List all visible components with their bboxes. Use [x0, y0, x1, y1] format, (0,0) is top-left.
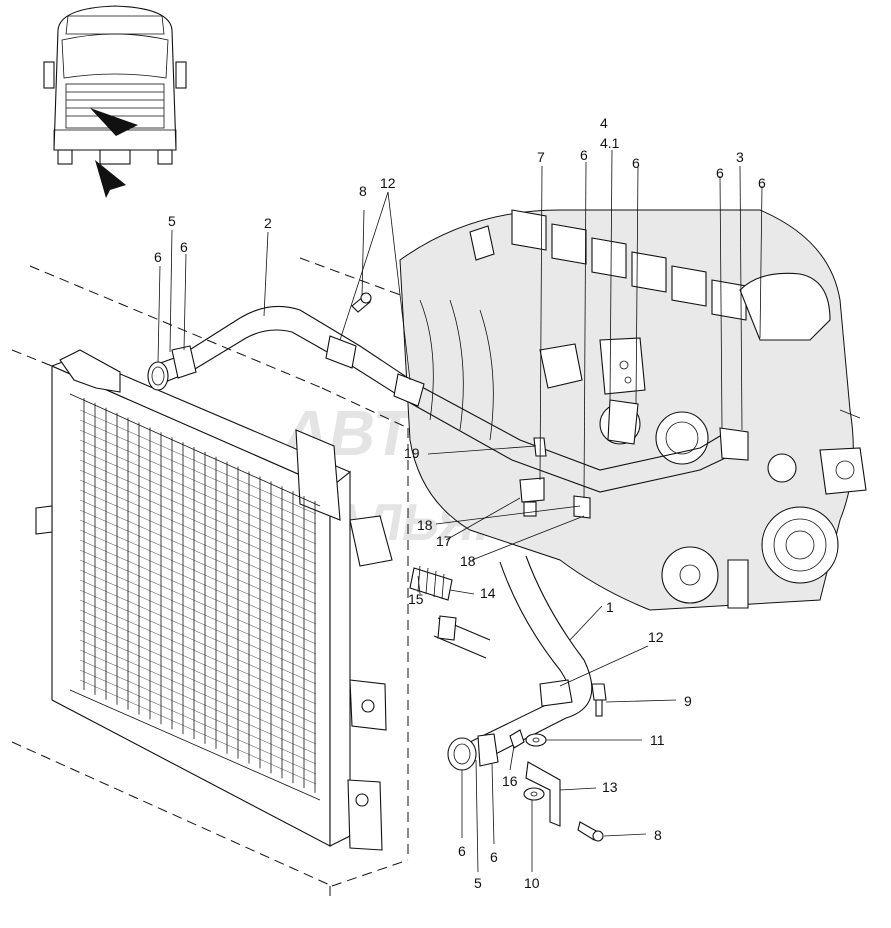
- callout-7: 7: [537, 149, 545, 165]
- radiator-fin-row: [79, 619, 317, 725]
- radiator-fin-row: [79, 529, 317, 635]
- injector-block: [671, 265, 707, 307]
- callout-6-mid-a: 6: [580, 147, 588, 163]
- injector-block: [511, 209, 547, 251]
- callout-4-1: 4.1: [600, 135, 620, 151]
- lower-hose: [447, 555, 593, 771]
- radiator-fin-row: [79, 549, 317, 655]
- callout-12-bottom: 12: [648, 629, 664, 645]
- radiator-fin-row: [79, 429, 317, 535]
- leader-lines: [157, 149, 763, 873]
- callout-labels: 2 5 6 6 8 12 7 6 4 4.1 6 6 3 6 19 18 17 …: [154, 115, 766, 891]
- radiator-fin-row: [79, 679, 317, 785]
- radiator-fin-row: [79, 589, 317, 695]
- radiator-fin-row: [79, 439, 317, 545]
- view-arrow-inner: [90, 108, 138, 136]
- callout-13: 13: [602, 779, 618, 795]
- callout-17: 17: [436, 533, 452, 549]
- callout-3: 3: [736, 149, 744, 165]
- callout-6-top-a: 6: [154, 249, 162, 265]
- callout-6-mid-b: 6: [632, 155, 640, 171]
- callout-9: 9: [684, 693, 692, 709]
- callout-5-top: 5: [168, 213, 176, 229]
- radiator-fin-row: [79, 599, 317, 705]
- callout-6-right-b: 6: [758, 175, 766, 191]
- upper-hose: [147, 305, 749, 493]
- callout-14: 14: [480, 585, 496, 601]
- callout-6-top-b: 6: [180, 239, 188, 255]
- radiator-fin-row: [79, 669, 317, 775]
- callout-16: 16: [502, 773, 518, 789]
- callout-6-bottom-b: 6: [490, 849, 498, 865]
- callout-8-bottom: 8: [654, 827, 662, 843]
- radiator-fin-row: [79, 489, 317, 595]
- radiator-fin-row: [79, 479, 317, 585]
- callout-18-a: 18: [417, 517, 433, 533]
- radiator-fin-row: [79, 649, 317, 755]
- radiator-fin-row: [79, 539, 317, 645]
- callout-4: 4: [600, 115, 608, 131]
- callout-10: 10: [524, 875, 540, 891]
- radiator-fin-row: [79, 559, 317, 665]
- truck-view-thumbnail: [43, 5, 187, 198]
- callout-6-right-a: 6: [716, 165, 724, 181]
- radiator-fin-row: [79, 419, 317, 525]
- callout-19: 19: [404, 445, 420, 461]
- radiator-fin-row: [79, 609, 317, 715]
- radiator-fin-row: [79, 499, 317, 605]
- radiator: [35, 349, 393, 851]
- injector-block: [591, 237, 627, 279]
- radiator-fin-row: [79, 569, 317, 675]
- radiator-fin-row: [79, 639, 317, 745]
- radiator-fin-row: [79, 629, 317, 735]
- callout-11: 11: [650, 732, 665, 748]
- callout-15: 15: [408, 591, 424, 607]
- callout-5-bottom: 5: [474, 875, 482, 891]
- injector-block: [631, 251, 667, 293]
- callout-18-b: 18: [460, 553, 476, 569]
- injector-block: [551, 223, 587, 265]
- dashed-guides: [11, 257, 415, 900]
- radiator-fin-row: [79, 409, 317, 515]
- view-arrow-outer: [95, 160, 126, 198]
- callout-6-bottom-a: 6: [458, 843, 466, 859]
- callout-8-top: 8: [359, 183, 367, 199]
- radiator-fin-row: [79, 579, 317, 685]
- callout-12-top: 12: [380, 175, 396, 191]
- radiator-fin-row: [79, 469, 317, 575]
- small-parts: [351, 292, 607, 842]
- radiator-fin-row: [79, 459, 317, 565]
- radiator-fin-row: [79, 519, 317, 625]
- radiator-fin-row: [79, 659, 317, 765]
- callout-1: 1: [606, 599, 614, 615]
- injector-block: [711, 279, 747, 321]
- radiator-fin-row: [79, 509, 317, 615]
- callout-2: 2: [264, 215, 272, 231]
- radiator-fin-row: [79, 449, 317, 555]
